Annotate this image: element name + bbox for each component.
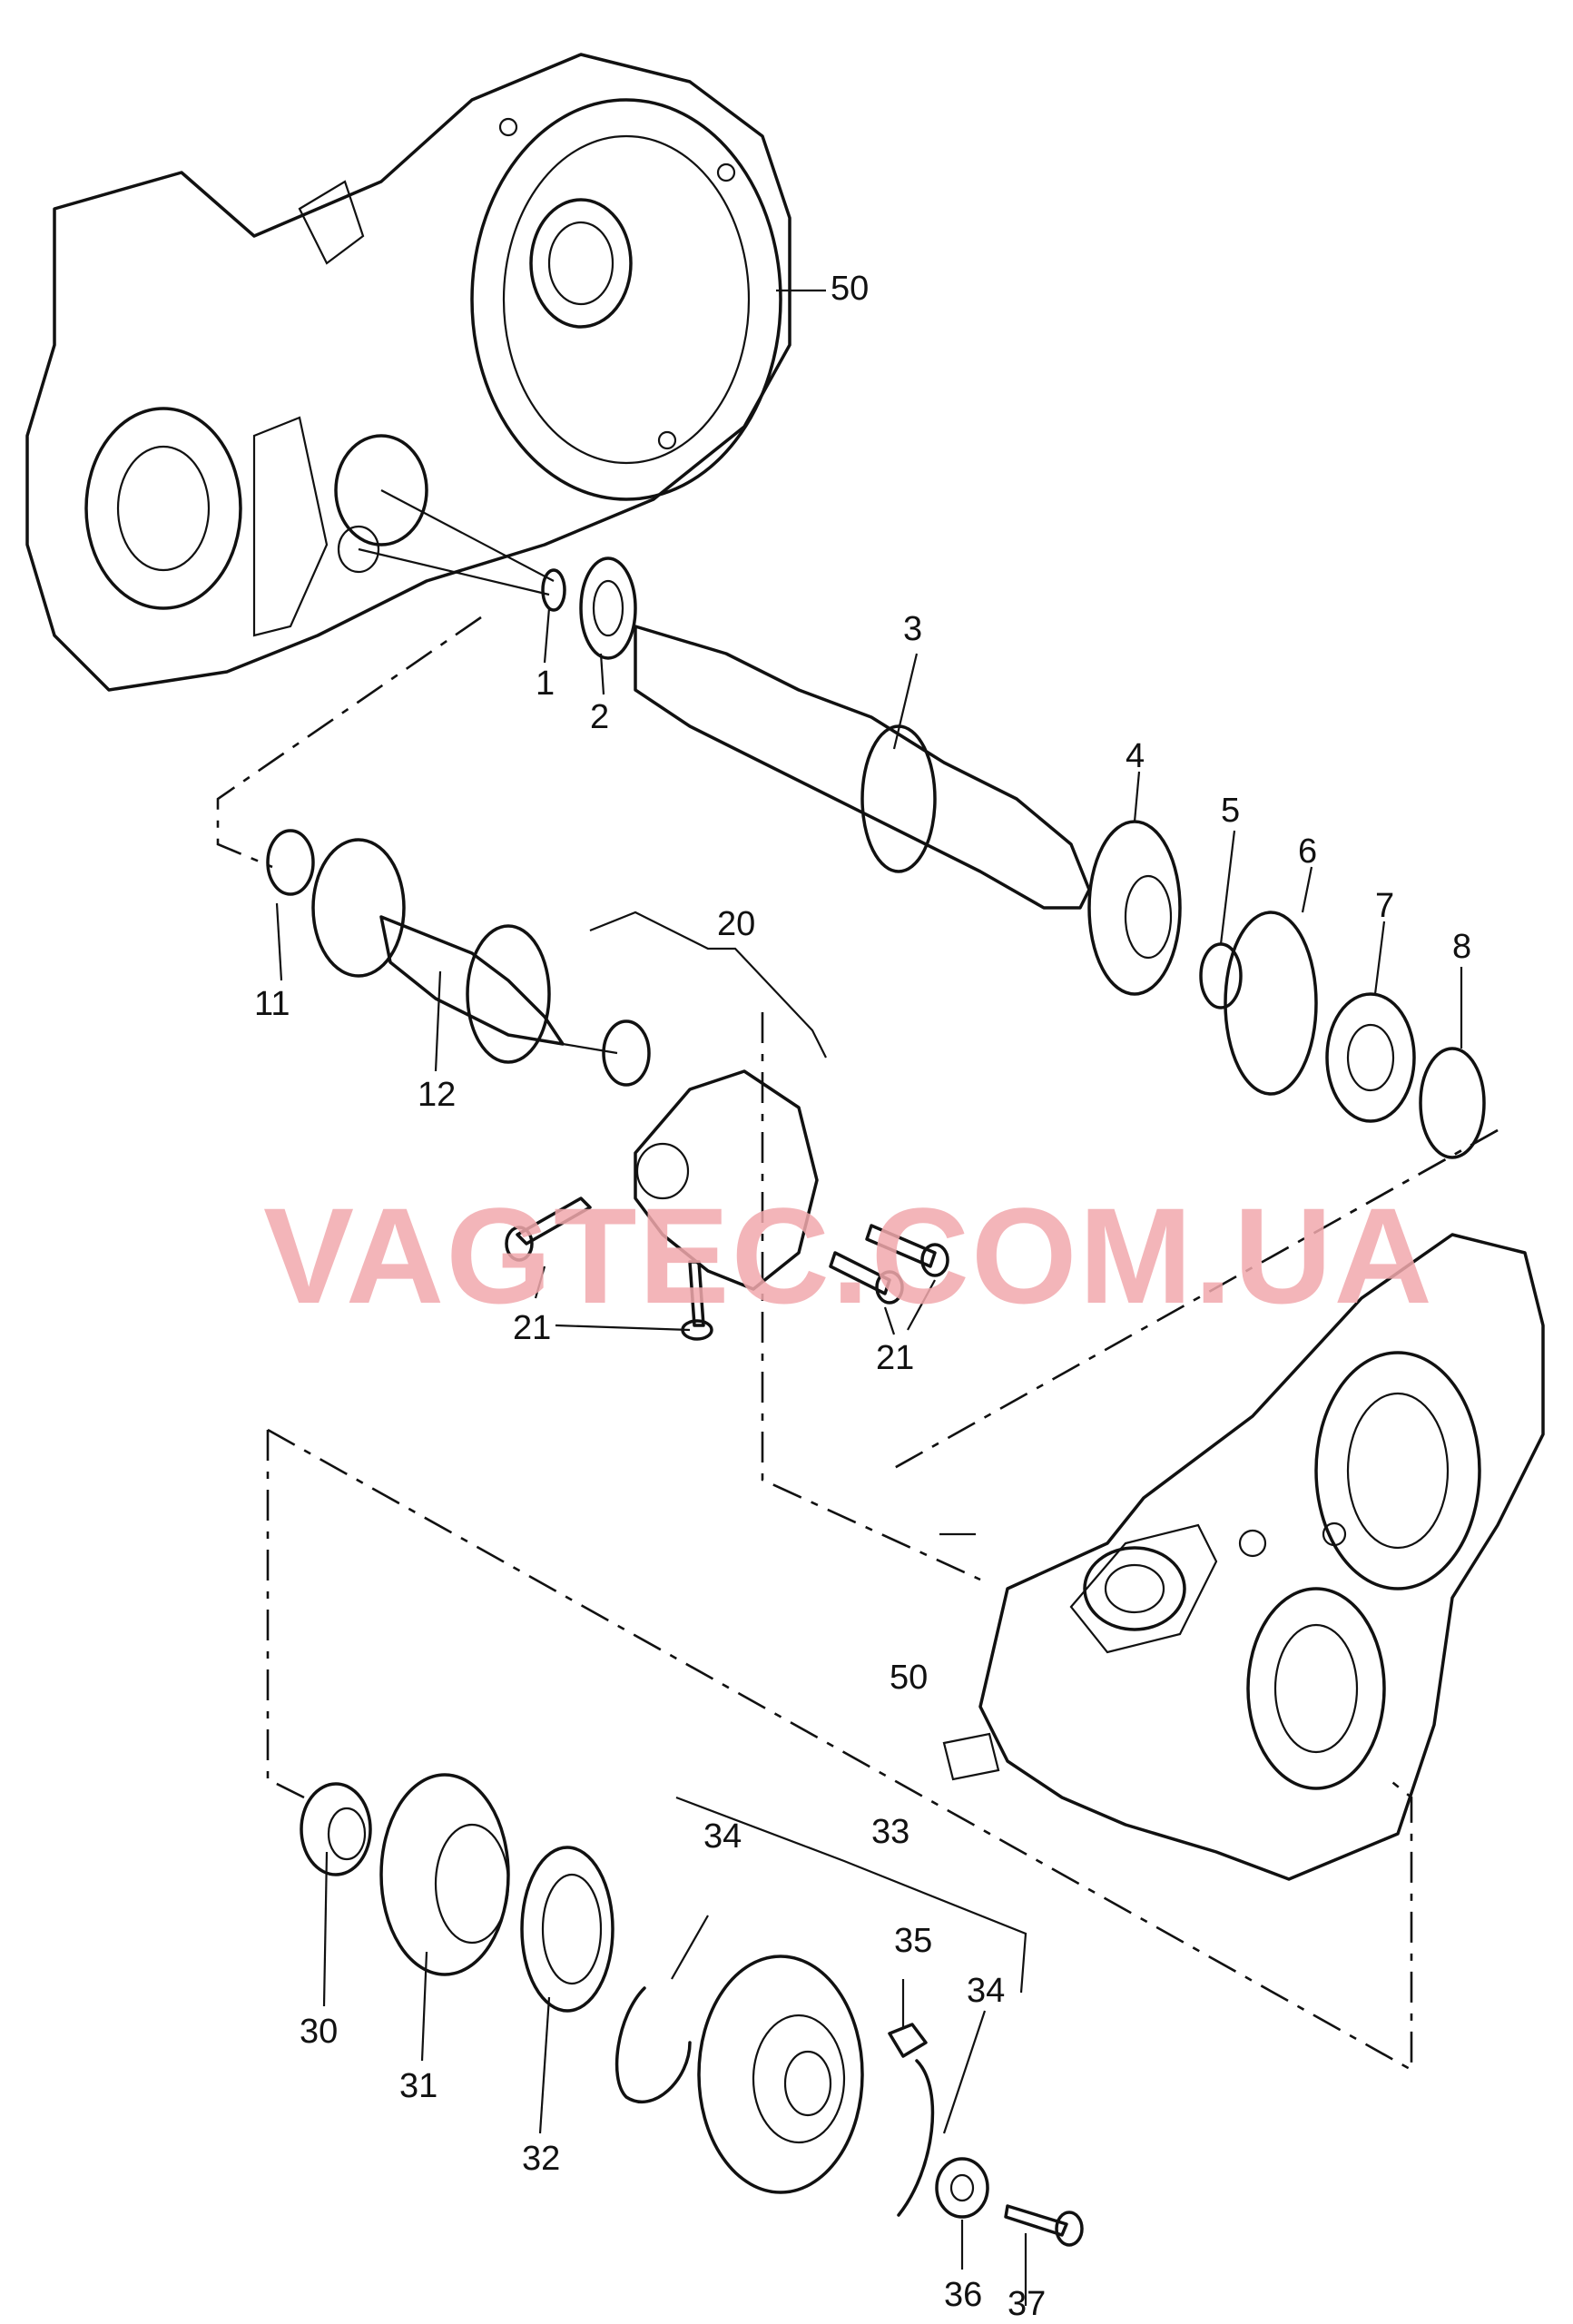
output-shaft-assembly bbox=[266, 829, 618, 1064]
leader-lines bbox=[275, 289, 1463, 2306]
selector-assembly bbox=[505, 1019, 949, 1341]
callout-33: 33 bbox=[871, 1813, 909, 1851]
bearing-2 bbox=[579, 556, 637, 660]
callout-7: 7 bbox=[1375, 887, 1394, 925]
callout-21-left: 21 bbox=[513, 1309, 551, 1347]
callout-50-lower: 50 bbox=[890, 1659, 928, 1697]
gear-6 bbox=[1224, 911, 1318, 1096]
gear-31 bbox=[379, 1773, 510, 1976]
bearing-30 bbox=[300, 1782, 372, 1876]
callout-6: 6 bbox=[1298, 832, 1317, 871]
callout-35: 35 bbox=[894, 1922, 932, 1960]
selector-20 bbox=[634, 1069, 819, 1291]
assembly-lines bbox=[216, 615, 1499, 2073]
bush-20 bbox=[602, 1019, 651, 1087]
gear-4 bbox=[1087, 820, 1182, 996]
callout-labels: 50 1 2 3 4 5 6 7 8 11 12 20 21 21 50 30 … bbox=[254, 270, 1471, 2323]
bolt-21b bbox=[688, 1260, 705, 1327]
synchro-hub-33 bbox=[697, 1955, 864, 2194]
callout-34-right: 34 bbox=[967, 1972, 1005, 2010]
bearing-7 bbox=[1325, 992, 1416, 1123]
callout-36: 36 bbox=[944, 2276, 982, 2314]
clutch-housing-upper bbox=[25, 53, 791, 692]
washer-36 bbox=[935, 2157, 989, 2219]
bolt-37 bbox=[1004, 2204, 1068, 2237]
circlip-8 bbox=[1419, 1047, 1486, 1159]
gearbox-housing-lower bbox=[942, 1233, 1545, 1881]
bolt-21a bbox=[516, 1196, 592, 1246]
callout-20: 20 bbox=[717, 905, 755, 943]
bolt-21c bbox=[829, 1251, 891, 1295]
callout-50-upper: 50 bbox=[831, 270, 869, 308]
callout-37: 37 bbox=[1008, 2285, 1046, 2323]
ring-32 bbox=[520, 1846, 614, 2013]
callout-12: 12 bbox=[418, 1076, 456, 1114]
callout-2: 2 bbox=[590, 698, 609, 736]
callout-5: 5 bbox=[1221, 792, 1240, 830]
input-shaft-assembly bbox=[358, 489, 1486, 1159]
callout-1: 1 bbox=[536, 665, 555, 703]
bolt-21d bbox=[865, 1224, 937, 1268]
key-35 bbox=[888, 2023, 928, 2058]
callout-32: 32 bbox=[522, 2140, 560, 2178]
circlip-34b bbox=[897, 2059, 935, 2217]
circlip-1 bbox=[541, 568, 566, 612]
synchro-assembly bbox=[300, 1773, 1084, 2247]
callout-34-left: 34 bbox=[703, 1817, 742, 1856]
callout-31: 31 bbox=[399, 2067, 437, 2105]
callout-21-right: 21 bbox=[876, 1339, 914, 1377]
callout-11: 11 bbox=[254, 985, 290, 1023]
callout-8: 8 bbox=[1452, 928, 1471, 966]
watermark-text: VAGTEC.COM.UA bbox=[263, 1179, 1434, 1332]
input-shaft-3 bbox=[634, 625, 1091, 910]
callout-3: 3 bbox=[903, 610, 922, 648]
circlip-5 bbox=[1199, 942, 1243, 1009]
bearing-11 bbox=[266, 829, 315, 896]
gear-12a bbox=[311, 838, 406, 978]
circlip-34a bbox=[614, 1986, 692, 2104]
callout-30: 30 bbox=[300, 2013, 338, 2051]
callout-4: 4 bbox=[1126, 737, 1145, 775]
